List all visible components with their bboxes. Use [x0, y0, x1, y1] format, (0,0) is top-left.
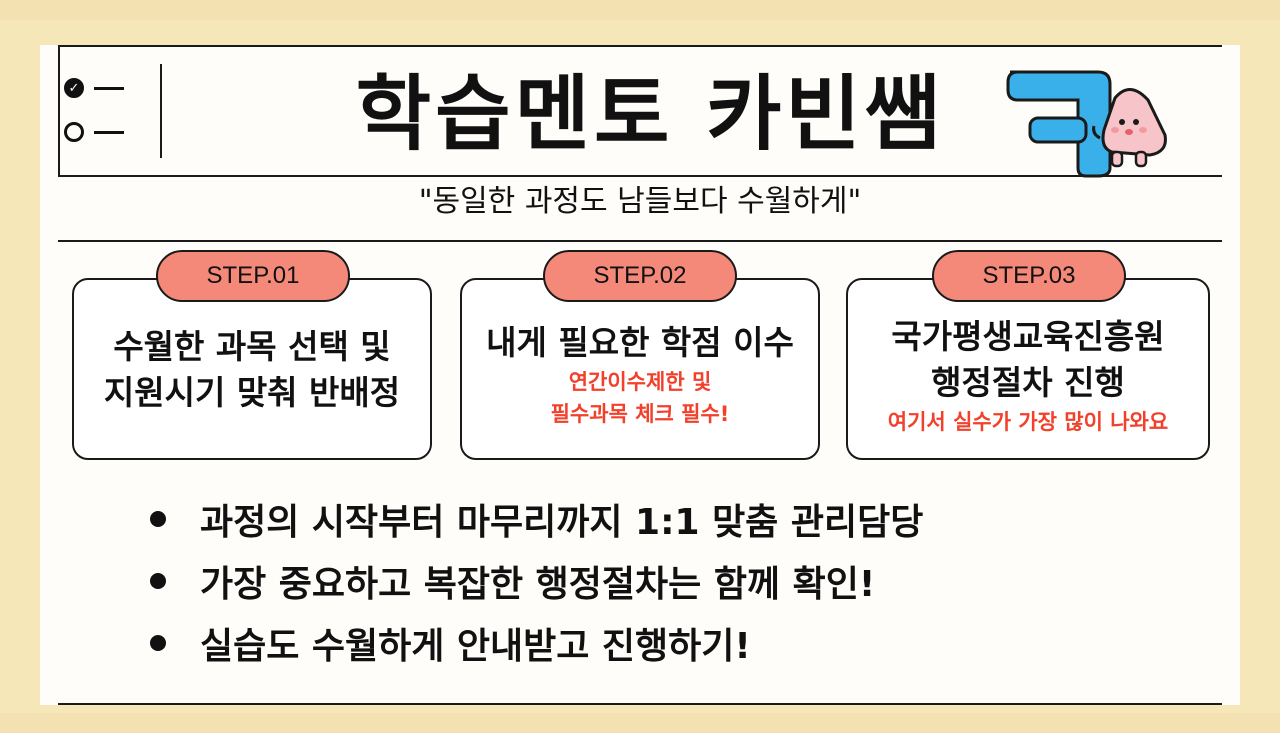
step-card-1: 수월한 과목 선택 및 지원시기 맞춰 반배정: [72, 278, 432, 460]
bottom-border-line: [58, 703, 1222, 705]
bullet-icon: [150, 635, 166, 651]
step-1-line-1: 수월한 과목 선택 및: [113, 327, 391, 366]
step-2-line-1: 내게 필요한 학점 이수: [486, 323, 794, 362]
bullet-icon: [150, 573, 166, 589]
subtitle-quote: "동일한 과정도 남들보다 수월하게": [418, 184, 862, 219]
step-2-note-1: 연간이수제한 및: [568, 370, 712, 394]
list-item: 가장 중요하고 복잡한 행정절차는 함께 확인!: [150, 550, 1130, 612]
subtitle-divider: [58, 240, 1222, 242]
bullet-icon: [150, 511, 166, 527]
step-3-badge: STEP.03: [932, 250, 1126, 302]
empty-circle-icon: [64, 122, 84, 142]
background-band: [0, 713, 1280, 733]
list-item: 실습도 수월하게 안내받고 진행하기!: [150, 612, 1130, 674]
mascot-logo: [1000, 60, 1175, 184]
left-border-line: [58, 45, 60, 175]
step-3-note-1: 여기서 실수가 가장 많이 나와요: [887, 410, 1169, 434]
step-2-badge: STEP.02: [543, 250, 737, 302]
checklist-dash: [94, 86, 124, 90]
title-divider: [58, 175, 1222, 177]
checklist-dash: [94, 130, 124, 134]
feature-list: 과정의 시작부터 마무리까지 1:1 맞춤 관리담당 가장 중요하고 복잡한 행…: [150, 488, 1130, 674]
list-item: 과정의 시작부터 마무리까지 1:1 맞춤 관리담당: [150, 488, 1130, 550]
list-item-text: 가장 중요하고 복잡한 행정절차는 함께 확인!: [200, 564, 876, 605]
page-title: 학습멘토 카빈쌤: [355, 67, 945, 162]
top-border-line: [58, 45, 1222, 47]
check-circle-icon: ✓: [64, 78, 84, 98]
step-2-note-2: 필수과목 체크 필수!: [550, 402, 730, 426]
list-item-text: 과정의 시작부터 마무리까지 1:1 맞춤 관리담당: [200, 502, 924, 543]
checklist-item-empty: [64, 122, 124, 142]
step-card-3: 국가평생교육진흥원 행정절차 진행 여기서 실수가 가장 많이 나와요: [846, 278, 1210, 460]
step-1-badge: STEP.01: [156, 250, 350, 302]
checklist-divider: [160, 64, 162, 158]
background-band: [0, 0, 1280, 20]
checklist-item-checked: ✓: [64, 78, 124, 98]
step-3-line-1: 국가평생교육진흥원: [891, 317, 1165, 356]
list-item-text: 실습도 수월하게 안내받고 진행하기!: [200, 626, 751, 667]
step-card-2: 내게 필요한 학점 이수 연간이수제한 및 필수과목 체크 필수!: [460, 278, 820, 460]
step-1-line-2: 지원시기 맞춰 반배정: [103, 373, 401, 412]
step-3-line-2: 행정절차 진행: [931, 363, 1125, 402]
